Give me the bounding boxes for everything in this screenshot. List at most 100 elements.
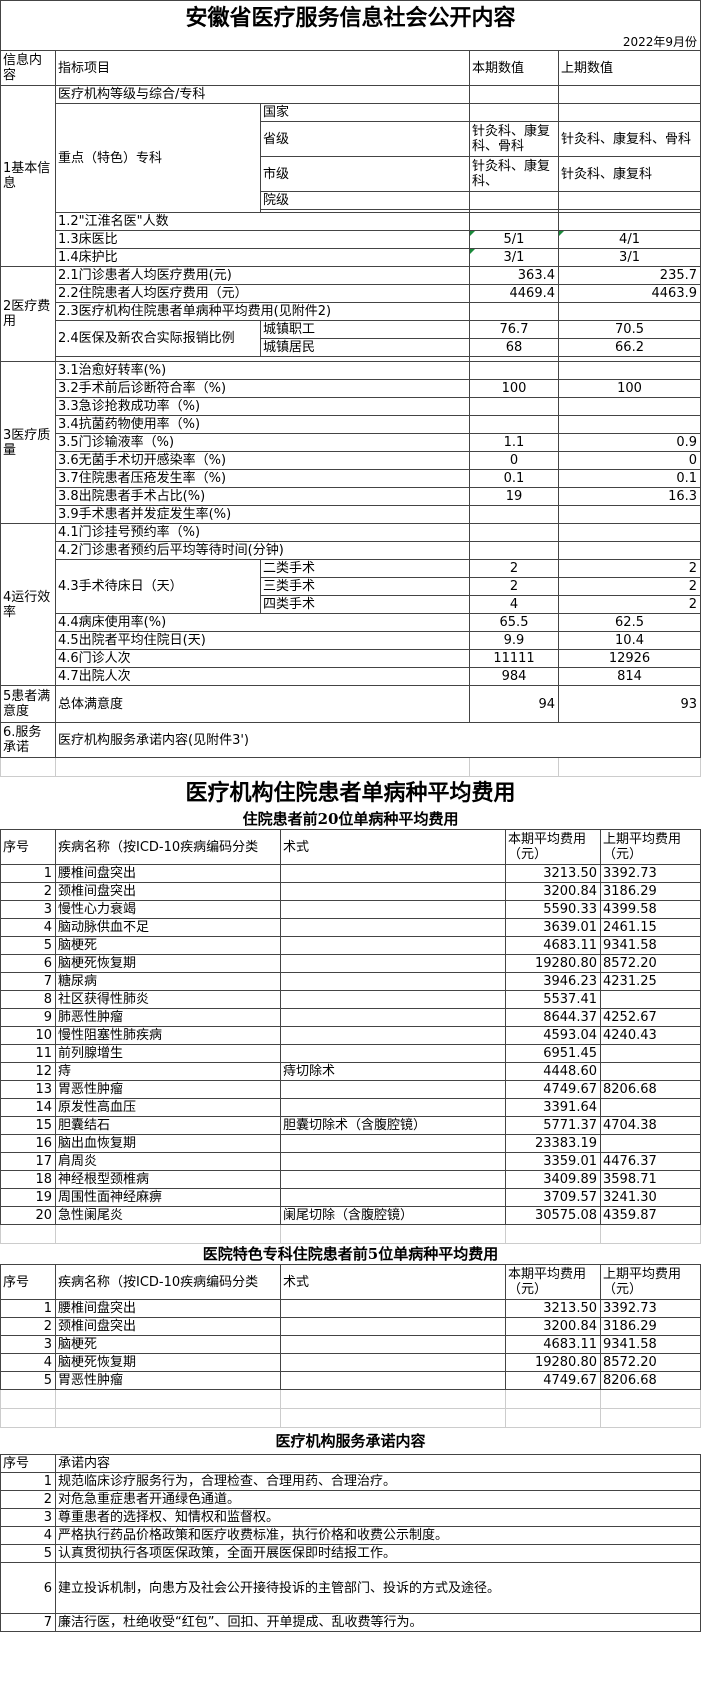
- quality-row: 3.4抗菌药物使用率（%): [55, 415, 470, 434]
- disease-name: 颈椎间盘突出: [55, 1317, 281, 1336]
- previous-avg-cost: 4240.43: [599, 1026, 701, 1045]
- row-level: 医疗机构等级与综合/专科: [55, 85, 470, 104]
- row-number: 3: [0, 1335, 56, 1354]
- level-hospital: 院级: [260, 191, 470, 210]
- promise-text: 廉洁行医，杜绝收受“红包”、回扣、开单提成、乱收费等行为。: [54, 1613, 701, 1632]
- operation-name: [280, 1353, 506, 1372]
- header-category: 信息内容: [0, 50, 56, 86]
- current-avg-cost: 3709.57: [505, 1188, 601, 1207]
- bed-nurse-current: 3/1: [469, 248, 559, 267]
- operation-name: [280, 1188, 506, 1207]
- row-reimbursement: 2.4医保及新农合实际报销比例: [55, 320, 261, 357]
- row-number: 2: [0, 882, 56, 901]
- previous-avg-cost: 3598.71: [599, 1170, 701, 1189]
- row-number: 8: [0, 990, 56, 1009]
- info-table: 安徽省医疗服务信息社会公开内容 2022年9月份 信息内容 指标项目 本期数值 …: [0, 0, 701, 777]
- urban-employee-current: 76.7: [469, 320, 559, 339]
- row-number: 7: [0, 972, 56, 991]
- row-number: 6: [0, 1562, 56, 1614]
- category-efficiency: 4运行效率: [0, 523, 56, 686]
- ops-surgery-wait: 4.3手术待床日（天）: [55, 559, 261, 614]
- operation-name: [280, 1134, 506, 1153]
- level-provincial: 省级: [260, 121, 470, 157]
- operation-name: [280, 1044, 506, 1063]
- disease-name: 脑出血恢复期: [55, 1134, 281, 1153]
- disease-name: 胆囊结石: [55, 1116, 281, 1135]
- row-number: 4: [0, 918, 56, 937]
- disease-name: 神经根型颈椎病: [55, 1170, 281, 1189]
- current-avg-cost: 4749.67: [505, 1080, 601, 1099]
- operation-name: [280, 864, 506, 883]
- prov-current: 针灸科、康复科、骨科: [469, 121, 559, 157]
- row-service-promise: 医疗机构服务承诺内容(见附件3'): [54, 722, 701, 758]
- category-cost: 2医疗费用: [0, 266, 56, 362]
- previous-avg-cost: [599, 990, 701, 1009]
- row-number: 9: [0, 1008, 56, 1027]
- current-avg-cost: 4448.60: [505, 1062, 601, 1081]
- row-number: 16: [0, 1134, 56, 1153]
- previous-avg-cost: 3392.73: [600, 1299, 701, 1318]
- current-avg-cost: 4683.11: [505, 936, 601, 955]
- operation-name: [280, 1008, 506, 1027]
- section-subtitle-top5: 医院特色专科住院患者前5位单病种平均费用: [202, 1244, 499, 1263]
- operation-name: 痔切除术: [280, 1062, 506, 1081]
- disease-name: 肺恶性肿瘤: [55, 1008, 281, 1027]
- surgery-class: 三类手术: [260, 577, 470, 596]
- category-satisfaction: 5患者满意度: [0, 685, 56, 723]
- disease-name: 脑梗死恢复期: [55, 954, 281, 973]
- previous-avg-cost: 8572.20: [600, 1353, 701, 1372]
- promise-text: 对危急重症患者开通绿色通道。: [54, 1490, 701, 1509]
- row-inpatient-cost: 2.2住院患者人均医疗费用（元）: [55, 284, 470, 303]
- bed-doctor-current: 5/1: [469, 230, 559, 249]
- current-avg-cost: 8644.37: [505, 1008, 601, 1027]
- row-number: 18: [0, 1170, 56, 1189]
- current-avg-cost: 6951.45: [505, 1044, 601, 1063]
- disease-name: 脑梗死: [55, 1335, 281, 1354]
- ops-row: 4.6门诊人次: [55, 649, 470, 668]
- row-number: 2: [0, 1317, 56, 1336]
- promise-text: 规范临床诊疗服务行为，合理检查、合理用药、合理治疗。: [54, 1472, 701, 1491]
- previous-avg-cost: 3241.30: [599, 1188, 701, 1207]
- col-disease: 疾病名称（按ICD-10疾病编码分类: [55, 829, 281, 865]
- current-avg-cost: 3639.01: [505, 918, 601, 937]
- level-city: 市级: [260, 156, 470, 192]
- col-no: 序号: [0, 1454, 56, 1473]
- row-number: 10: [0, 1026, 56, 1045]
- disease-name: 脑梗死: [55, 936, 281, 955]
- row-famous-doctors: 1.2"江淮名医"人数: [55, 212, 470, 231]
- disease-name: 肩周炎: [55, 1152, 281, 1171]
- operation-name: [280, 1170, 506, 1189]
- quality-row: 3.8出院患者手术占比(%): [55, 487, 470, 506]
- current-avg-cost: 3359.01: [505, 1152, 601, 1171]
- previous-avg-cost: 8572.20: [599, 954, 701, 973]
- promise-text: 严格执行药品价格政策和医疗收费标准，执行价格和收费公示制度。: [54, 1526, 701, 1545]
- row-number: 15: [0, 1116, 56, 1135]
- category-quality: 3医疗质量: [0, 361, 56, 524]
- row-number: 14: [0, 1098, 56, 1117]
- col-promise: 承诺内容: [54, 1454, 701, 1473]
- header-item: 指标项目: [55, 50, 470, 86]
- row-number: 20: [0, 1206, 56, 1225]
- top20-table: 医疗机构住院患者单病种平均费用 住院患者前20位单病种平均费用 序号 疾病名称（…: [0, 777, 701, 1244]
- prov-previous: 针灸科、康复科、骨科: [557, 121, 701, 157]
- disease-name: 颈椎间盘突出: [55, 882, 281, 901]
- row-number: 5: [0, 1371, 56, 1390]
- row-outpatient-cost: 2.1门诊患者人均医疗费用(元): [55, 266, 470, 285]
- disease-name: 周围性面神经麻痹: [55, 1188, 281, 1207]
- satisfaction-current: 94: [469, 685, 559, 723]
- previous-avg-cost: 4252.67: [599, 1008, 701, 1027]
- disease-name: 脑动脉供血不足: [55, 918, 281, 937]
- current-avg-cost: 3213.50: [505, 1299, 601, 1318]
- row-number: 12: [0, 1062, 56, 1081]
- disease-name: 慢性阻塞性肺疾病: [55, 1026, 281, 1045]
